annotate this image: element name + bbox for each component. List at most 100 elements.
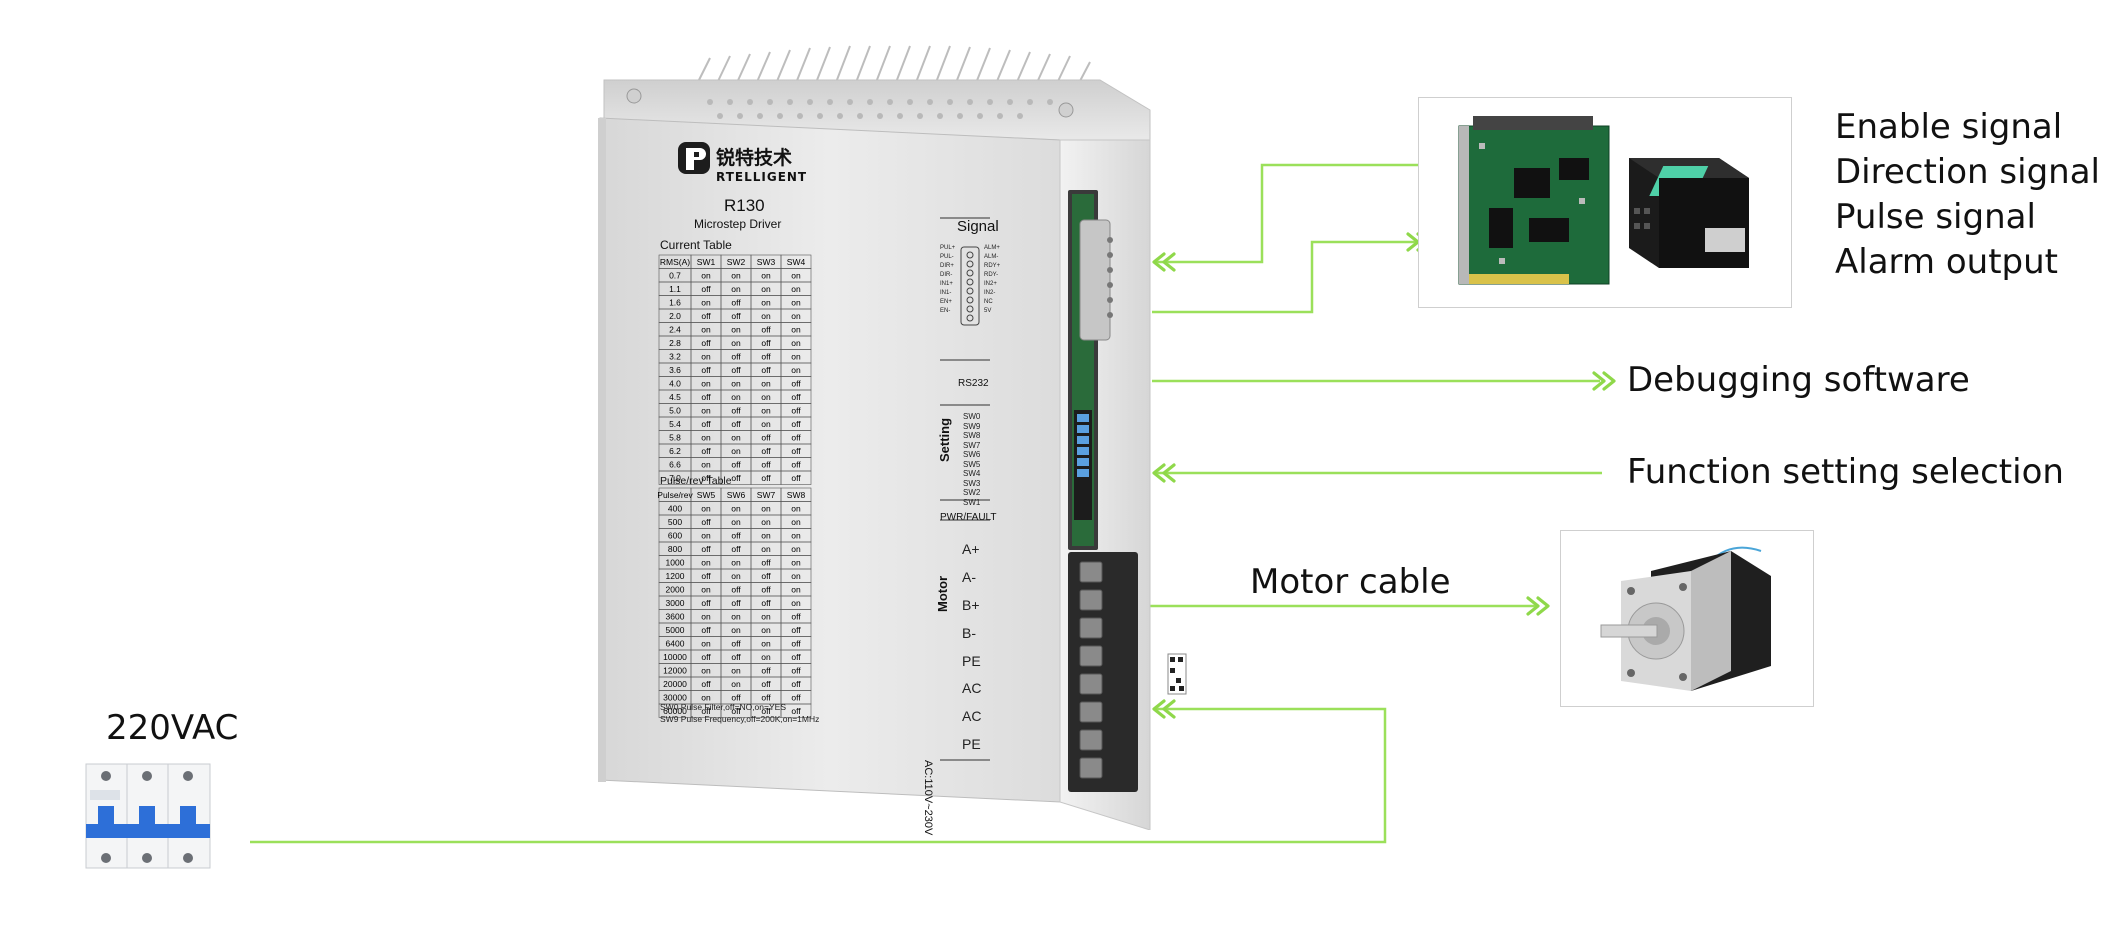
pulse-table-cell: off (761, 585, 771, 595)
current-table-cell: off (761, 433, 771, 443)
signal-pin-label: RDY+ (984, 263, 1001, 269)
pulse-table-cell: off (791, 666, 801, 676)
current-table-cell: off (731, 352, 741, 362)
current-table-cell: off (791, 446, 801, 456)
pulse-table-cell: off (701, 544, 711, 554)
pulse-table-title: Pulse/rev Table (660, 475, 732, 487)
current-table-cell: off (761, 365, 771, 375)
pulse-table-cell-border (780, 703, 812, 718)
current-table-cell: on (731, 271, 741, 281)
pulse-table-cell: on (761, 531, 771, 541)
pulse-table-cell: 3600 (666, 612, 685, 622)
signal-pin-label: PUL+ (940, 245, 956, 251)
current-table-cell: on (761, 406, 771, 416)
pulse-table-cell: on (701, 612, 711, 622)
signal-out-line (1152, 240, 1420, 314)
pulse-table-cell: off (791, 693, 801, 703)
current-table-cell: on (701, 460, 711, 470)
signal-pin-label: IN1+ (940, 281, 953, 287)
pulse-table-cell: 3000 (666, 598, 685, 608)
pulse-table-cell: off (701, 625, 711, 635)
current-table-cell: on (731, 379, 741, 389)
pulse-table-cell: 500 (668, 517, 682, 527)
pulse-table-cell: on (791, 544, 801, 554)
current-table-cell: on (761, 298, 771, 308)
motor-terminal-label: B- (962, 625, 976, 641)
current-table-cell: off (761, 338, 771, 348)
setting-switch-label: SW3 (963, 478, 981, 488)
ac-terminal-label: AC (962, 680, 982, 696)
vent-holes (707, 99, 1053, 119)
current-table-cell: off (731, 419, 741, 429)
current-table-cell: off (761, 473, 771, 483)
current-table-cell: off (791, 419, 801, 429)
current-table-cell: on (791, 352, 801, 362)
current-table-cell: on (701, 379, 711, 389)
current-table-cell: off (761, 325, 771, 335)
current-table-cell: 7.0 (669, 473, 681, 483)
current-table-cell: off (761, 352, 771, 362)
pci-motion-card-icon (1458, 116, 1610, 285)
pulse-table-cell: 20000 (663, 679, 687, 689)
current-table-cell: 1.6 (669, 298, 681, 308)
pulse-table-cell: on (791, 517, 801, 527)
pulse-table-cell: off (701, 706, 711, 716)
label-function-setting: Function setting selection (1627, 452, 2064, 492)
setting-switch-label: SW1 (963, 497, 981, 507)
pulse-table-cell: off (731, 652, 741, 662)
signal-pin-label: PUL- (940, 254, 954, 260)
current-table-cell: off (791, 473, 801, 483)
plc-controller-icon (1629, 158, 1749, 268)
pulse-table-cell: off (731, 531, 741, 541)
setting-switch-label: SW6 (963, 450, 981, 459)
label-220vac: 220VAC (106, 708, 239, 748)
motor-image-box (1560, 530, 1814, 707)
signal-pin-label: RDY- (984, 272, 999, 278)
current-table-cell: off (761, 460, 771, 470)
current-table-cell: on (731, 446, 741, 456)
signal-pin-label: 5V (984, 308, 992, 314)
setting-switch-label: SW7 (963, 440, 981, 450)
current-table-cell: 1.1 (669, 284, 681, 294)
pulse-table-cell: on (731, 679, 741, 689)
current-table-cell: 0.7 (669, 271, 681, 281)
pulse-table-cell: 600 (668, 531, 682, 541)
ac-terminal-label: PE (962, 736, 981, 752)
current-table-cell: on (731, 338, 741, 348)
pulse-table-cell: 2000 (666, 585, 685, 595)
current-table-cell: 4.5 (669, 392, 681, 402)
current-table-cell: off (701, 365, 711, 375)
current-table-cell: on (761, 284, 771, 294)
pulse-table-cell: on (701, 639, 711, 649)
current-table-cell: on (761, 271, 771, 281)
current-table-cell: on (731, 433, 741, 443)
pulse-table-cell: off (701, 571, 711, 581)
label-pulse-signal: Pulse signal (1835, 197, 2036, 237)
ac-terminal-label: AC (962, 708, 982, 724)
arrow-to-ac-terminal (1152, 699, 1176, 719)
current-table-header: SW4 (787, 257, 806, 267)
pulse-table-cell: off (701, 652, 711, 662)
pulse-table-cell: off (701, 598, 711, 608)
pulse-table-cell: 60000 (663, 706, 687, 716)
pulse-table-cell: on (701, 558, 711, 568)
model-name: R130 (724, 196, 765, 215)
pulse-table-cell: off (701, 679, 711, 689)
pulse-table-cell: on (791, 558, 801, 568)
pulse-table-cell: 10000 (663, 652, 687, 662)
setting-title: Setting (937, 417, 952, 462)
label-direction-signal: Direction signal (1835, 152, 2100, 192)
pulse-table-cell: on (701, 531, 711, 541)
signal-pin-label: DIR+ (940, 263, 954, 269)
current-table-cell: on (791, 338, 801, 348)
brand-logo (676, 140, 712, 180)
note-sw0: SW0 Pulse Filter,off=NO,on=YES (660, 702, 786, 712)
signal-pin-label: IN2+ (984, 281, 997, 287)
signal-pin-label: ALM+ (984, 245, 1000, 251)
current-table-cell: 2.0 (669, 311, 681, 321)
label-motor-cable: Motor cable (1250, 562, 1451, 602)
pulse-table-cell: off (761, 693, 771, 703)
signal-pin-label: EN+ (940, 299, 952, 305)
pulse-table-cell: off (761, 558, 771, 568)
arrow-to-debugging (1592, 371, 1616, 391)
